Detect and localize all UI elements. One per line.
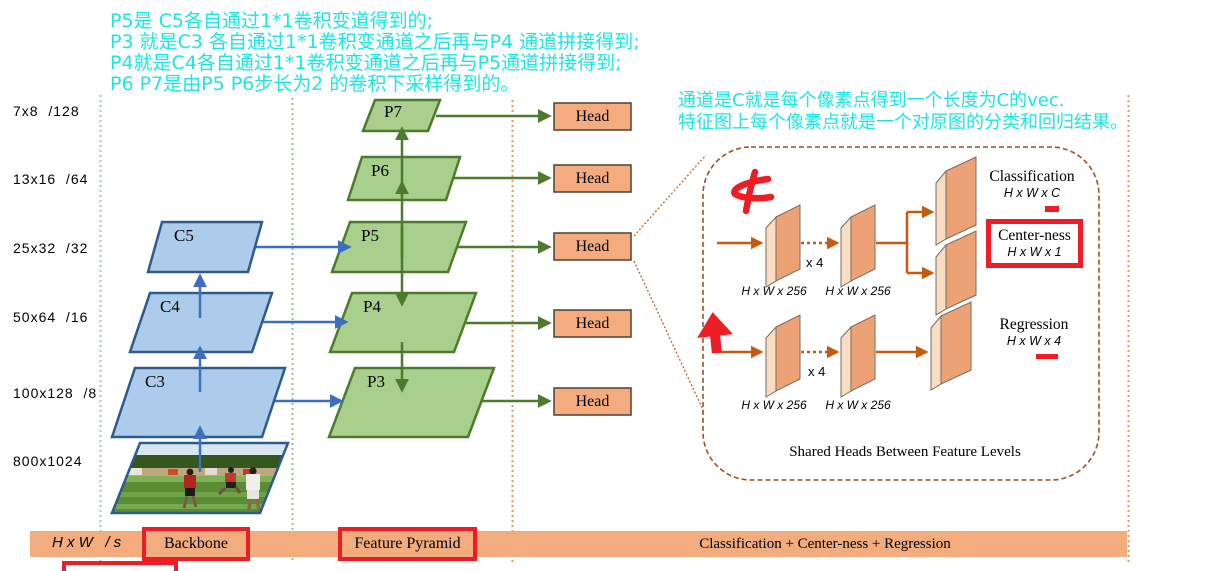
backbone-red-box: Backbone — [142, 527, 250, 561]
note-p4: P4就是C4各自通过1*1卷积变通道之后再与P5通道拼接得到; — [110, 52, 622, 74]
regression-label: Regression — [999, 316, 1069, 333]
backbone-section-label: Backbone — [164, 535, 228, 552]
feature-pyramid-section-label: Feature Pyramid — [354, 535, 461, 552]
repeat-x4-cls: x 4 — [806, 255, 824, 270]
note-channel: 通道是C就是每个像素点得到一个长度为C的vec. — [678, 90, 1065, 111]
regression-dim: H x W x 4 — [1006, 334, 1062, 348]
classification-branch-arrows — [717, 205, 935, 280]
head-label-p5: Head — [575, 238, 610, 255]
label-p5: P5 — [361, 226, 379, 245]
scale-label-p4: 50x64 /16 — [13, 309, 89, 325]
feature-pyramid-red-box: Feature Pyramid — [338, 527, 477, 561]
backbone-layer-c4 — [128, 291, 274, 354]
output-classification: Classification H x W x C — [980, 168, 1084, 200]
classification-dim: H x W x C — [1003, 186, 1061, 200]
label-p7: P7 — [384, 102, 402, 121]
label-c5: C5 — [174, 226, 194, 245]
centerness-red-box: Center-ness H x W x 1 — [986, 219, 1083, 268]
scale-label-p6: 13x16 /64 — [13, 171, 89, 187]
head-box-p7 — [553, 102, 632, 131]
pyramid-arrows — [395, 109, 552, 408]
zoom-connector-bottom — [633, 260, 705, 413]
head-label-p6: Head — [575, 170, 610, 187]
red-underline-c — [1045, 206, 1059, 212]
backbone-layer-c3 — [110, 366, 287, 439]
conv-dim-cls-1: H x W x 256 — [741, 284, 807, 298]
head-box-p6 — [553, 164, 632, 193]
pyramid-layer-p6 — [346, 155, 462, 202]
shared-heads-caption: Shared Heads Between Feature Levels — [789, 444, 1021, 460]
bottom-stage-bar — [30, 531, 1127, 557]
backbone-arrows — [193, 240, 352, 472]
note-p3: P3 就是C3 各自通过1*1卷积变通道之后再与P4 通道拼接得到; — [110, 31, 640, 53]
scale-label-p7: 7x8 /128 — [13, 103, 80, 119]
repeat-x4-reg: x 4 — [808, 364, 826, 379]
pyramid-layer-p4 — [328, 291, 478, 354]
bar-dims-label: H x W / s — [52, 534, 122, 551]
label-p6: P6 — [371, 161, 389, 180]
conv-slabs — [765, 156, 977, 398]
input-image — [110, 441, 290, 515]
scale-label-input: 800x1024 — [13, 453, 83, 469]
head-box-p4 — [553, 309, 632, 338]
label-p4: P4 — [363, 297, 381, 316]
conv-dim-reg-1: H x W x 256 — [741, 398, 807, 412]
bottom-left-red-box — [62, 561, 178, 571]
conv-dim-cls-2: H x W x 256 — [825, 284, 891, 298]
centerness-label: Center-ness — [998, 227, 1071, 244]
red-annotation-up-arrow — [697, 312, 734, 354]
pyramid-layer-p7 — [361, 98, 442, 133]
label-c3: C3 — [145, 372, 165, 391]
scale-label-p5: 25x32 /32 — [13, 240, 89, 256]
note-p5: P5是 C5各自通过1*1卷积变道得到的; — [110, 10, 434, 32]
pyramid-layer-p3 — [327, 366, 496, 439]
scale-label-p3: 100x128 /8 — [13, 385, 98, 401]
red-underline-4 — [1036, 354, 1058, 359]
output-regression: Regression H x W x 4 — [980, 316, 1088, 348]
head-label-p7: Head — [575, 108, 610, 125]
pyramid-layer-p5 — [330, 220, 468, 274]
conv-dim-reg-2: H x W x 256 — [825, 398, 891, 412]
classification-label: Classification — [989, 168, 1075, 185]
head-label-p3: Head — [575, 393, 610, 410]
head-box-p5 — [553, 232, 632, 261]
note-p6p7: P6 P7是由P5 P6步长为2 的卷积下采样得到的。 — [110, 73, 520, 95]
label-c4: C4 — [160, 297, 180, 316]
head-label-p4: Head — [575, 315, 610, 332]
note-featuremap: 特征图上每个像素点就是一个对原图的分类和回归结果。 — [678, 112, 1128, 133]
backbone-layer-c5 — [146, 220, 264, 274]
zoom-connector-top — [633, 154, 707, 237]
head-box-p3 — [553, 387, 632, 416]
centerness-dim: H x W x 1 — [1007, 245, 1062, 259]
classification-section-label: Classification + Center-ness + Regressio… — [699, 536, 951, 552]
red-annotation-4-mark — [731, 168, 775, 215]
label-p3: P3 — [367, 372, 385, 391]
